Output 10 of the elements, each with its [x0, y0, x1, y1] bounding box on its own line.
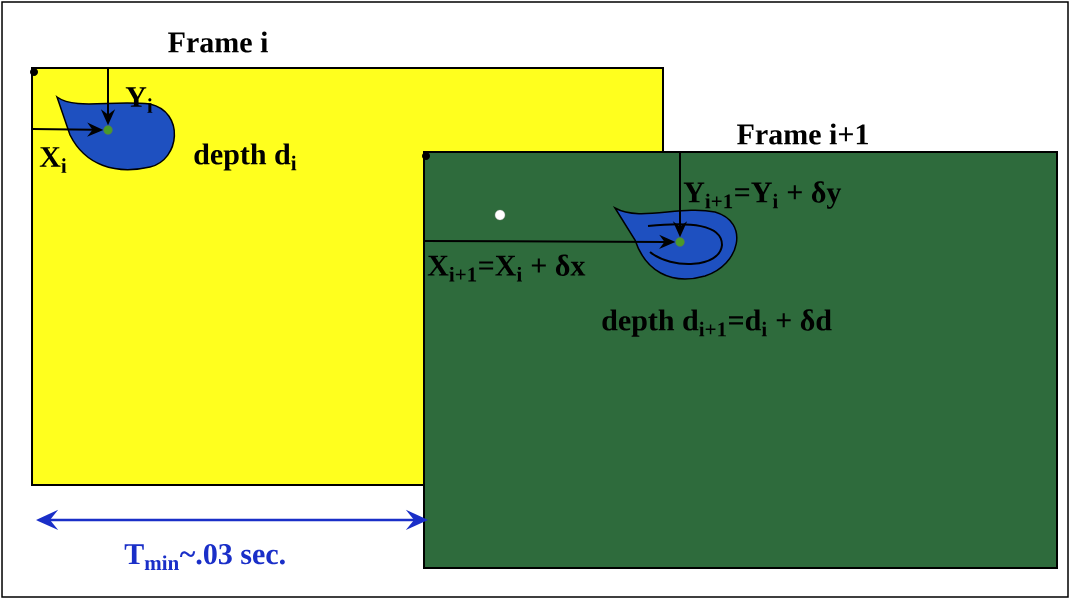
feature-point	[103, 125, 113, 135]
node-label: Frame i+1	[737, 123, 868, 145]
label: depth d$_{i+1}$=d$_{i}$ + δd	[602, 309, 832, 337]
label: T$_{min}$~.03 sec.	[124, 544, 285, 570]
label: X$_{i}$	[39, 147, 67, 173]
label: X$_{i+1}$=X$_{i}$ + δx	[427, 254, 586, 282]
node-label: Frame i	[168, 31, 268, 53]
label: Y$_{i+1}$=Y$_{i}$ + δy	[683, 181, 842, 209]
label: depth d$_{i}$	[194, 143, 297, 171]
feature-point	[675, 237, 685, 247]
